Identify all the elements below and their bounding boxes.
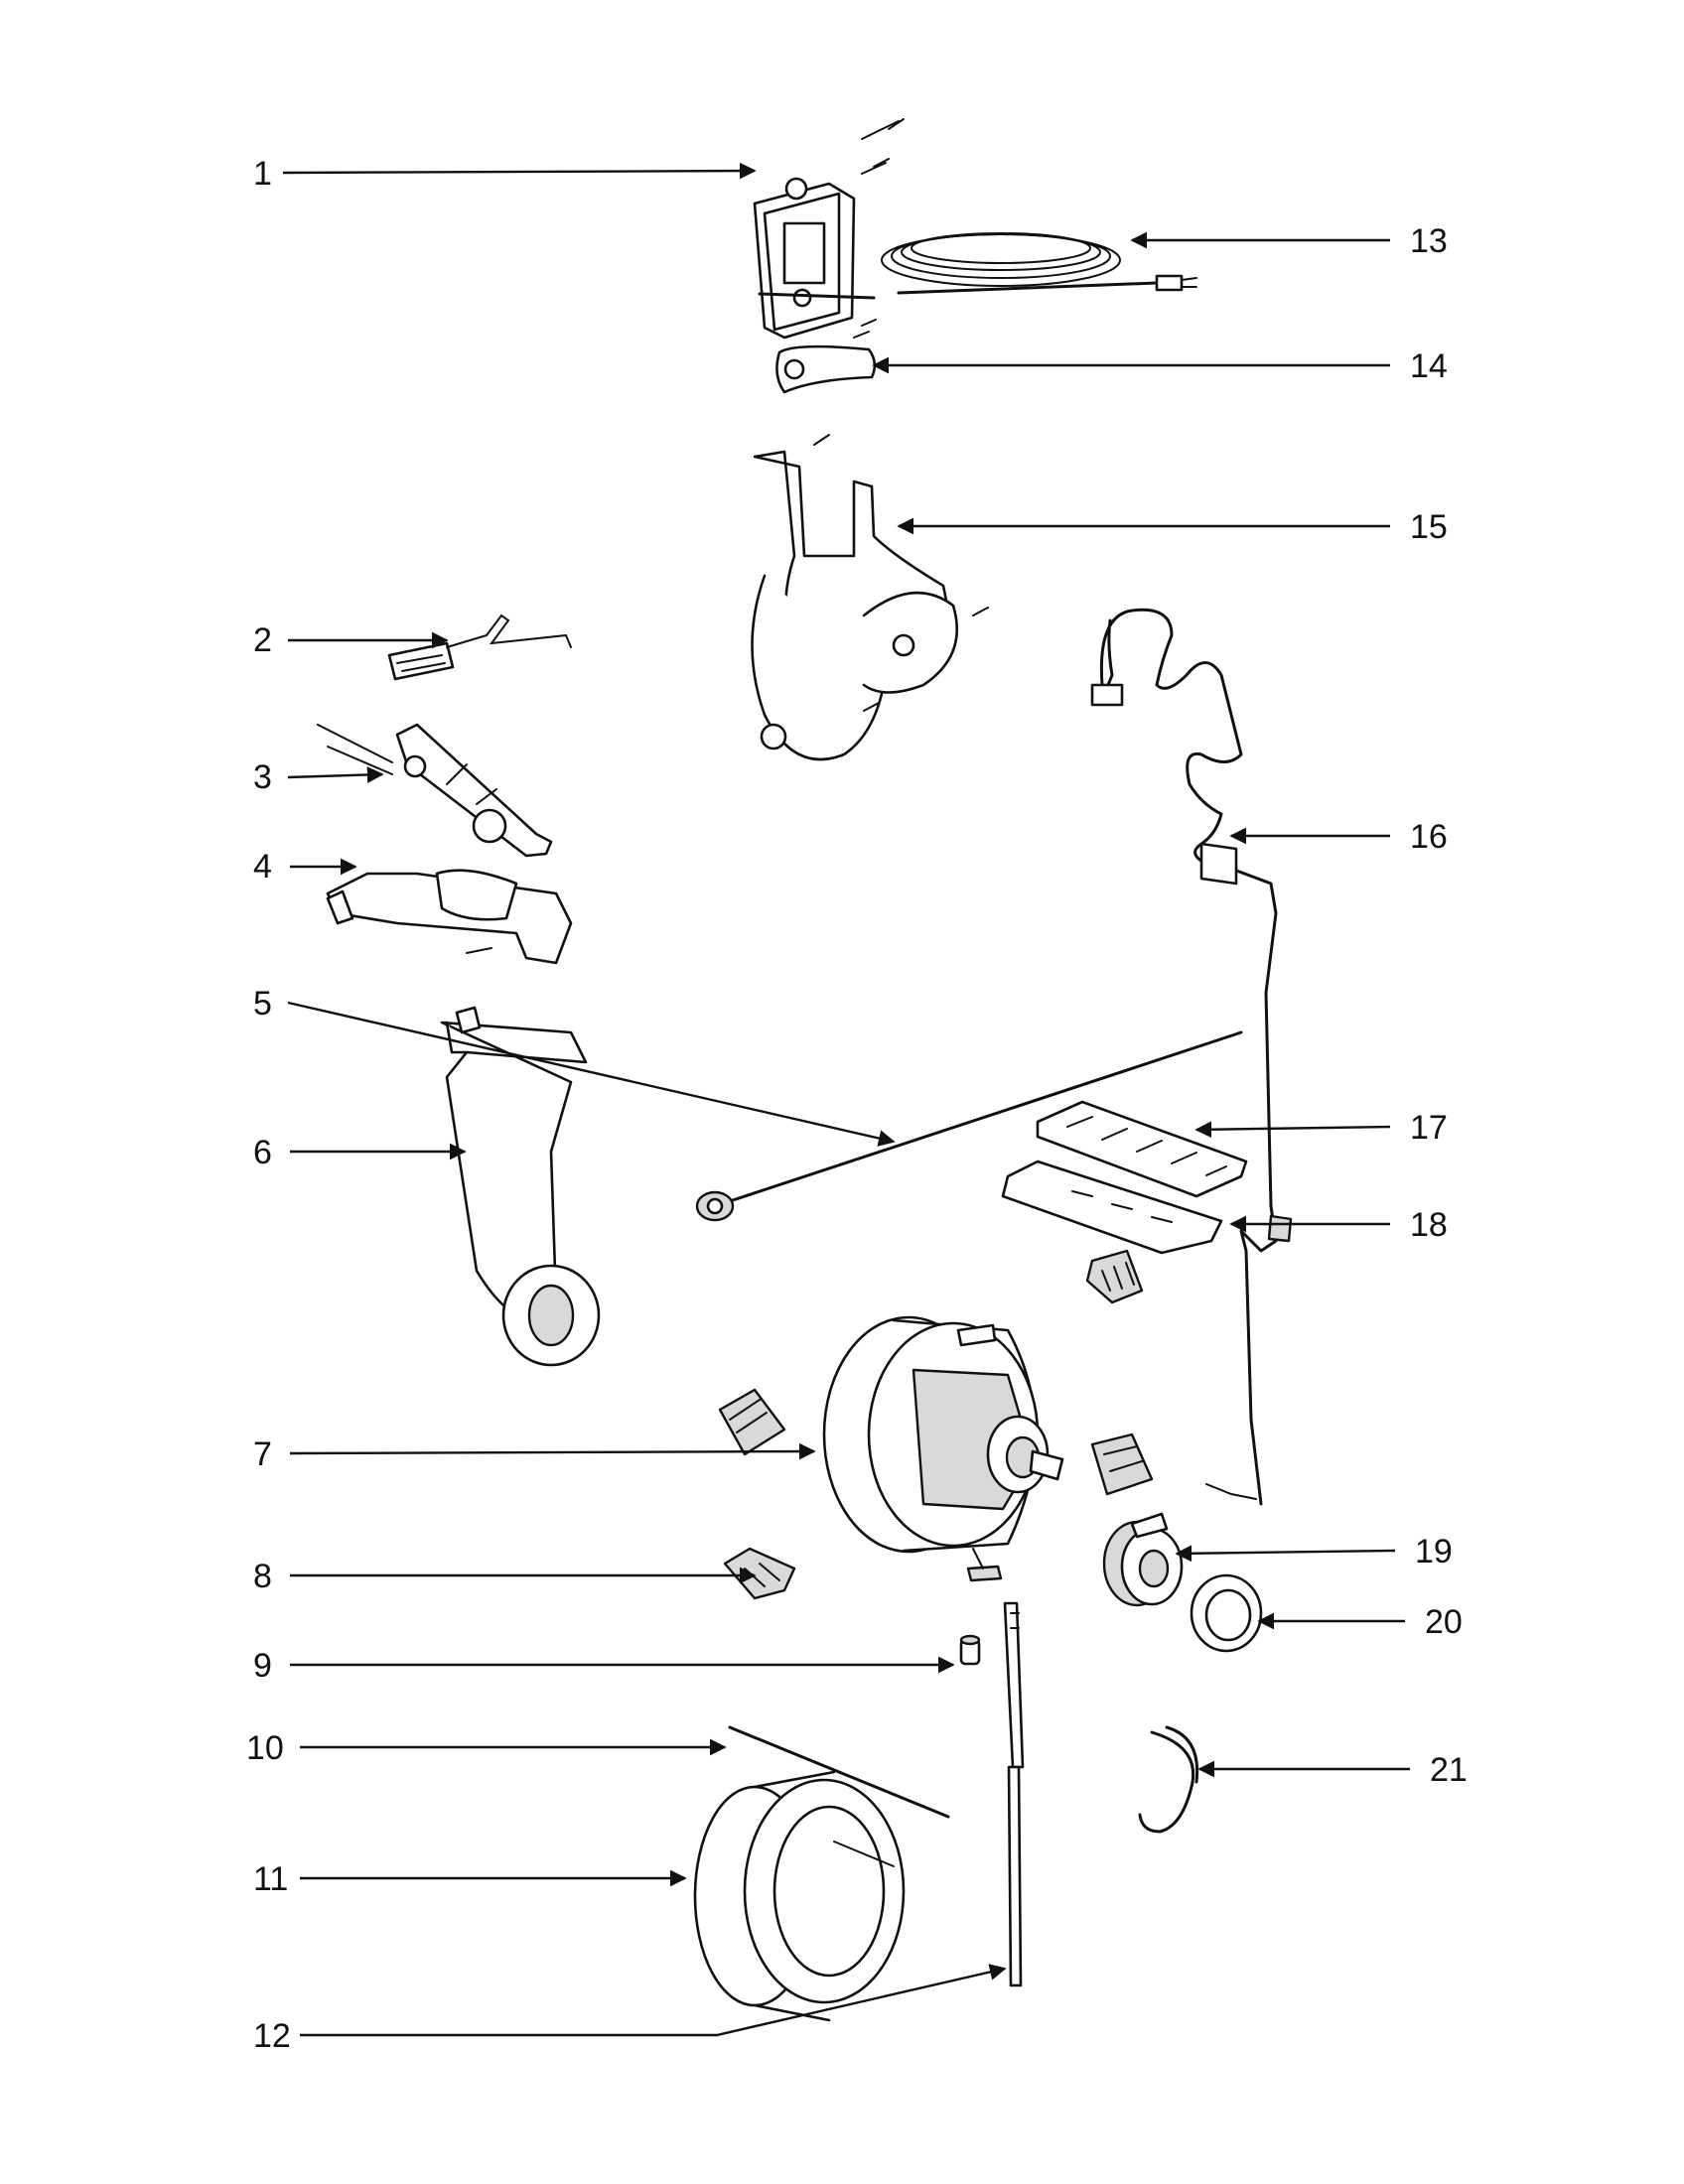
callout-16: 16 — [1410, 818, 1448, 856]
part-12-strap — [1003, 1601, 1025, 1987]
part-5-rod — [695, 1030, 1243, 1222]
part-8-brush-holder — [723, 1547, 796, 1600]
leader-3 — [287, 766, 384, 783]
part-14-cord-clip — [775, 319, 877, 394]
leader-1 — [282, 162, 757, 180]
callout-19: 19 — [1415, 1533, 1453, 1570]
callout-2: 2 — [253, 621, 272, 659]
part-brush-left — [718, 1388, 786, 1456]
callout-4: 4 — [253, 848, 272, 886]
callout-20: 20 — [1425, 1603, 1463, 1641]
leader-12 — [300, 1964, 1007, 2037]
part-4-switch-carrier — [326, 869, 573, 965]
callout-11: 11 — [253, 1860, 288, 1898]
part-1-switch-housing — [753, 118, 905, 340]
part-21-retaining-ring — [1138, 1725, 1199, 1834]
leader-17 — [1194, 1121, 1391, 1139]
callout-18: 18 — [1410, 1206, 1448, 1244]
part-19-bearing-collar — [1102, 1512, 1184, 1607]
leader-5 — [287, 1001, 896, 1147]
part-13-power-cord — [758, 232, 1197, 300]
part-20-washer — [1190, 1573, 1263, 1653]
callout-6: 6 — [253, 1134, 272, 1171]
callout-12: 12 — [253, 2017, 291, 2055]
leader-7 — [289, 1442, 816, 1460]
part-17-filter-grille — [1036, 1100, 1248, 1198]
part-9-bushing — [959, 1634, 981, 1666]
part-brush-right — [1090, 1433, 1154, 1496]
part-11-roller — [693, 1770, 906, 2022]
part-16-wire-harness — [1090, 608, 1293, 1506]
callout-7: 7 — [253, 1435, 272, 1473]
callout-numbers: 1 2 3 4 5 6 7 8 9 10 11 12 13 14 15 16 1… — [246, 155, 1468, 2055]
part-15-handle-housing — [751, 434, 989, 761]
callout-3: 3 — [253, 758, 272, 796]
part-10-belt-rod — [728, 1725, 950, 1819]
callout-9: 9 — [253, 1647, 272, 1685]
callout-14: 14 — [1410, 347, 1448, 385]
callout-15: 15 — [1410, 508, 1448, 546]
leader-19 — [1175, 1545, 1396, 1563]
leader-lines — [282, 162, 1410, 2037]
callout-21: 21 — [1430, 1751, 1468, 1789]
callout-17: 17 — [1410, 1109, 1448, 1147]
callout-8: 8 — [253, 1558, 272, 1595]
callout-10: 10 — [246, 1729, 284, 1767]
part-18-filter-tray — [1001, 1160, 1223, 1255]
callout-5: 5 — [253, 985, 272, 1023]
callout-13: 13 — [1410, 222, 1448, 260]
part-3-circuit-board — [317, 723, 553, 858]
part-7-motor — [822, 1315, 1064, 1582]
part-6-air-channel — [440, 1006, 601, 1367]
callout-1: 1 — [253, 155, 272, 193]
part-clip-upper — [1085, 1249, 1144, 1304]
part-2-switch-plate — [387, 614, 572, 681]
